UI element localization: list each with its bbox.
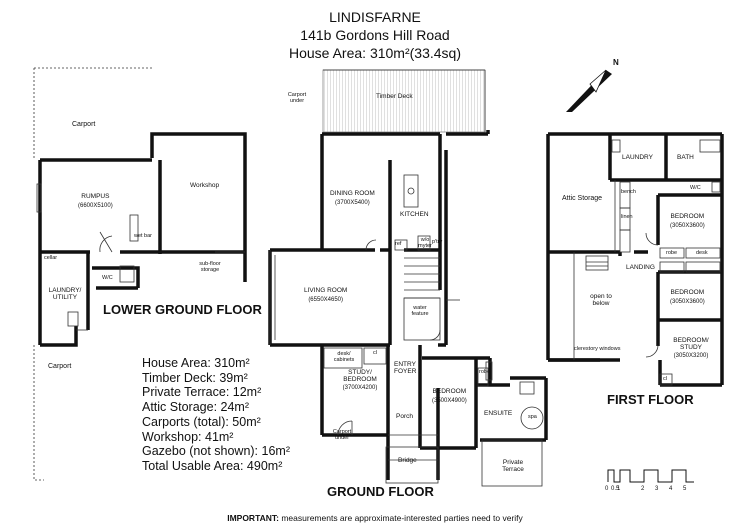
label-first-cl: cl <box>663 376 667 382</box>
label-desk-cabinets: desk/ cabinets <box>333 351 355 363</box>
area-summary: House Area: 310m² Timber Deck: 39m² Priv… <box>142 356 290 474</box>
study-dim: (3700X4200) <box>342 385 378 391</box>
bedroom2-name: BEDROOM <box>670 289 705 296</box>
label-carport-under-top: Carport under <box>287 92 307 104</box>
scale-tick-label: 0.5 <box>611 486 620 492</box>
label-bath: BATH <box>677 154 694 161</box>
label-workshop: Workshop <box>190 182 220 189</box>
rumpus-name: RUMPUS <box>81 193 110 200</box>
timber-deck <box>322 69 486 133</box>
label-spa: spa <box>528 414 537 420</box>
label-bedroom-ground: BEDROOM (3500X4900) <box>432 388 467 404</box>
label-private-terrace: Private Terrace <box>502 459 524 473</box>
label-carport-under-bottom: Carport under <box>332 429 352 441</box>
label-wet-bar: wet bar <box>133 233 153 239</box>
label-bedroom-2: BEDROOM (3050X3600) <box>670 289 705 305</box>
first-floor-thin <box>573 139 721 386</box>
lower-ground-floor-title: LOWER GROUND FLOOR <box>103 302 262 317</box>
label-lower-wc: W/C <box>102 275 113 281</box>
label-living-room: LIVING ROOM (6550X4650) <box>304 287 348 303</box>
study-name: STUDY/ BEDROOM <box>343 369 377 383</box>
ground-walls <box>268 130 548 480</box>
footer-text: measurements are approximate-interested … <box>278 513 523 523</box>
label-bedroom-1: BEDROOM (3050X3600) <box>670 213 705 229</box>
area-line: Workshop: 41m² <box>142 429 234 444</box>
first-floor-walls <box>546 132 724 387</box>
scale-tick-label: 4 <box>669 486 673 492</box>
label-carport-top: Carport <box>72 121 96 128</box>
label-landing: LANDING <box>626 264 655 271</box>
footer-important: IMPORTANT: <box>227 513 279 523</box>
label-porch: Porch <box>396 413 413 420</box>
label-wo-myter: w/o myter <box>418 237 432 249</box>
scale-tick-label: 5 <box>683 486 687 492</box>
area-line: Gazebo (not shown): 16m² <box>142 444 290 459</box>
scale-bar <box>607 469 694 483</box>
scale-tick-label: 0 <box>605 486 609 492</box>
area-line: Private Terrace: 12m² <box>142 385 262 400</box>
living-dim: (6550X4650) <box>308 296 344 303</box>
label-cellar: cellar <box>44 255 58 261</box>
dining-name: DINING ROOM <box>330 190 375 197</box>
label-timber-deck: Timber Deck <box>376 93 413 100</box>
label-dining-room: DINING ROOM (3700X5400) <box>330 190 375 206</box>
bedroom1-name: BEDROOM <box>670 213 705 220</box>
ground-floor-title: GROUND FLOOR <box>327 484 434 499</box>
label-bedroom-study: BEDROOM/ STUDY (3050X3200) <box>668 337 714 359</box>
label-carport-bottom: Carport <box>48 363 72 370</box>
label-linen: linen <box>621 214 633 220</box>
label-kitchen: KITCHEN <box>400 211 429 218</box>
area-line: Timber Deck: 39m² <box>142 370 248 385</box>
label-first-robe: robe <box>666 250 678 256</box>
ground-bedroom-name: BEDROOM <box>432 388 467 395</box>
scale-tick-label: 2 <box>641 486 645 492</box>
bedroom3-dim: (3050X3200) <box>673 353 709 359</box>
label-ground-robe: robe <box>479 369 491 375</box>
label-first-wc: W/C <box>690 185 701 191</box>
label-study-cl: cl <box>373 350 377 356</box>
label-laundry-utility: LAUNDRY/ UTILITY <box>48 287 82 301</box>
label-study-bedroom: STUDY/ BEDROOM (3700X4200) <box>337 369 383 391</box>
house-area-title: House Area: 310m²(33.4sq) <box>289 45 461 61</box>
area-line: Carports (total): 50m² <box>142 414 261 429</box>
property-name: LINDISFARNE <box>329 9 421 25</box>
ground-thin <box>269 174 544 487</box>
label-attic-storage: Attic Storage <box>562 195 603 202</box>
property-address: 141b Gordons Hill Road <box>300 27 450 43</box>
scale-tick-label: 3 <box>655 486 659 492</box>
lower-ground-thin <box>33 67 245 481</box>
label-ensuite: ENSUITE <box>484 410 513 417</box>
scale-tick-label: 1 <box>617 486 621 492</box>
label-ref: ref <box>395 241 402 247</box>
label-bridge: Bridge <box>398 457 417 464</box>
label-rumpus: RUMPUS (6600X5100) <box>78 193 113 209</box>
label-open-to-below: open to below <box>590 293 612 307</box>
label-subfloor-storage: sub-floor storage <box>199 261 221 273</box>
ground-bedroom-dim: (3500X4900) <box>432 397 467 404</box>
area-line: Attic Storage: 24m² <box>142 400 249 415</box>
area-line: House Area: 310m² <box>142 356 250 370</box>
living-name: LIVING ROOM <box>304 287 348 294</box>
label-bench: bench <box>621 189 636 195</box>
footer-note: IMPORTANT: measurements are approximate-… <box>0 514 750 523</box>
compass-north-label: N <box>613 58 619 67</box>
bedroom1-dim: (3050X3600) <box>670 222 705 229</box>
area-line: Total Usable Area: 490m² <box>142 458 283 473</box>
first-floor-title: FIRST FLOOR <box>607 392 694 407</box>
bedroom3-name: BEDROOM/ STUDY <box>673 337 709 351</box>
label-pantry: p'try <box>432 239 443 245</box>
label-first-desk: desk <box>696 250 708 256</box>
lower-ground-walls <box>38 132 247 347</box>
rumpus-dim: (6600X5100) <box>78 202 113 209</box>
label-clerestory: clerestory windows <box>574 346 621 352</box>
dining-dim: (3700X5400) <box>335 199 370 206</box>
bedroom2-dim: (3050X3600) <box>670 298 705 305</box>
label-first-laundry: LAUNDRY <box>622 154 653 161</box>
label-entry-foyer: ENTRY FOYER <box>394 361 417 375</box>
compass-icon <box>566 69 612 112</box>
label-water-feature: water feature <box>411 305 429 317</box>
